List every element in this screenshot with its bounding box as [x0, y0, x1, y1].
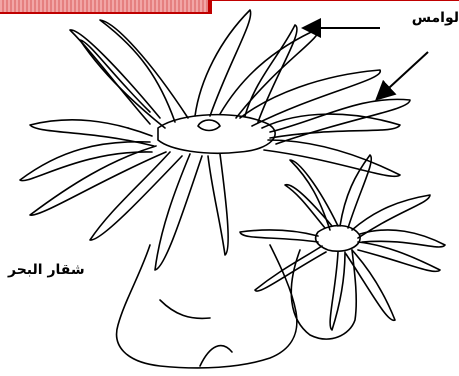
- anemone-base-fold: [200, 346, 232, 366]
- label-tentacles: لوامس: [412, 10, 459, 26]
- small-tentacle: [285, 185, 332, 228]
- tentacle-arrow-lower: [378, 52, 428, 98]
- small-tentacle: [330, 252, 345, 330]
- tentacle: [245, 25, 297, 122]
- tentacle: [195, 10, 251, 116]
- tentacle: [208, 154, 228, 255]
- tentacle: [220, 28, 320, 118]
- mouth: [198, 120, 220, 131]
- small-tentacle: [240, 230, 318, 242]
- anemone-stalk-fold: [160, 300, 210, 318]
- tentacle: [155, 154, 202, 270]
- anemone-stalk: [117, 245, 297, 368]
- tentacle: [30, 146, 166, 215]
- small-anemone-stalk: [291, 250, 356, 339]
- tentacle: [70, 30, 160, 124]
- small-tentacle: [255, 246, 326, 291]
- oral-disc: [158, 115, 275, 154]
- label-sea-anemone: شقار البحر: [8, 262, 85, 278]
- tentacle: [264, 140, 400, 176]
- tentacle: [80, 40, 165, 128]
- tentacle: [20, 142, 152, 181]
- small-tentacle: [352, 195, 430, 238]
